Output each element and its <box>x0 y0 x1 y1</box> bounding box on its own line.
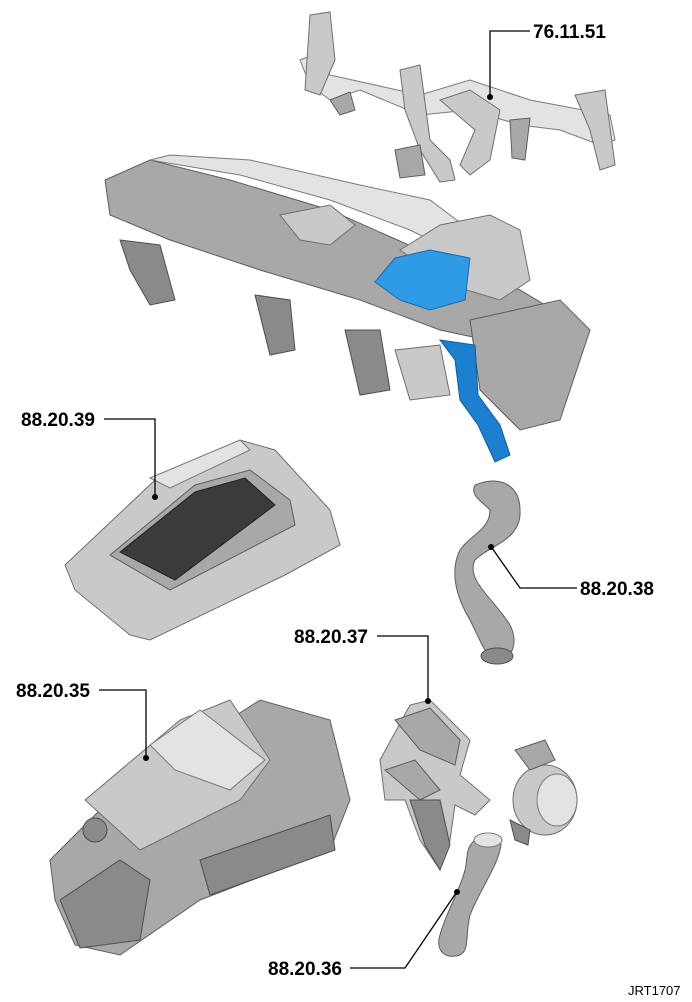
callout-76-11-51: 76.11.51 <box>533 22 606 43</box>
callout-88-20-35: 88.20.35 <box>16 681 90 702</box>
leader-lines <box>99 30 577 969</box>
figure-reference: JRT1707 <box>628 983 681 998</box>
callout-88-20-38: 88.20.38 <box>580 579 654 600</box>
instrument-panel <box>104 154 591 463</box>
callout-88-20-39: 88.20.39 <box>21 410 95 431</box>
cross-car-beam <box>299 11 616 183</box>
callout-88-20-37: 88.20.37 <box>294 627 368 648</box>
lower-duct <box>438 832 503 957</box>
bracket <box>379 699 491 872</box>
blower-motor <box>509 739 578 846</box>
upper-duct <box>454 480 521 665</box>
console-surround <box>64 439 341 641</box>
callout-88-20-36: 88.20.36 <box>268 959 342 980</box>
heater-unit <box>49 699 351 956</box>
